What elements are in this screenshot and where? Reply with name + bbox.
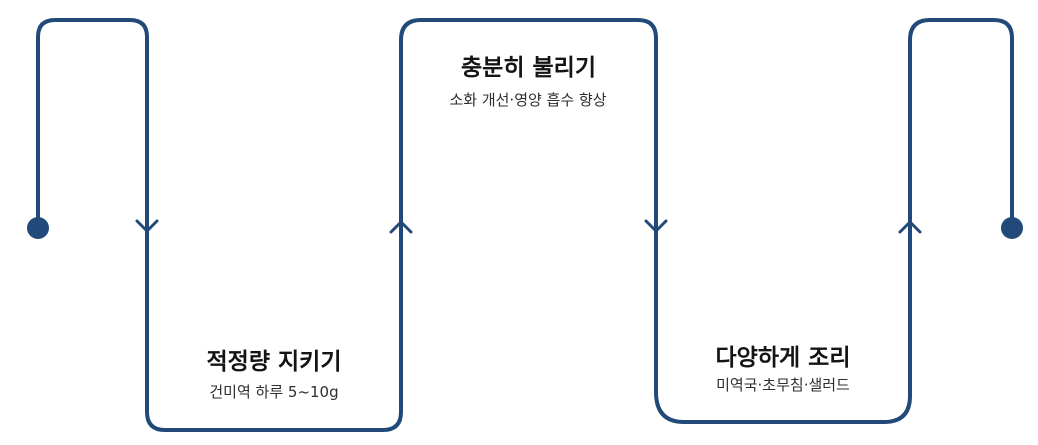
arrow-down-icon bbox=[135, 219, 159, 233]
step-1-description: 건미역 하루 5~10g bbox=[209, 383, 339, 401]
end-dot bbox=[1001, 217, 1023, 239]
step-3-description: 미역국·초무침·샐러드 bbox=[716, 376, 850, 394]
start-dot bbox=[27, 217, 49, 239]
flow-path bbox=[36, 18, 1014, 432]
arrow-up-icon bbox=[389, 220, 413, 234]
step-2-description: 소화 개선·영양 흡수 향상 bbox=[449, 91, 607, 109]
arrow-up-icon bbox=[898, 220, 922, 234]
arrow-down-icon bbox=[644, 219, 668, 233]
step-1-title: 적정량 지키기 bbox=[206, 349, 342, 375]
step-3-title: 다양하게 조리 bbox=[715, 345, 851, 371]
step-2-title: 충분히 불리기 bbox=[461, 55, 596, 81]
